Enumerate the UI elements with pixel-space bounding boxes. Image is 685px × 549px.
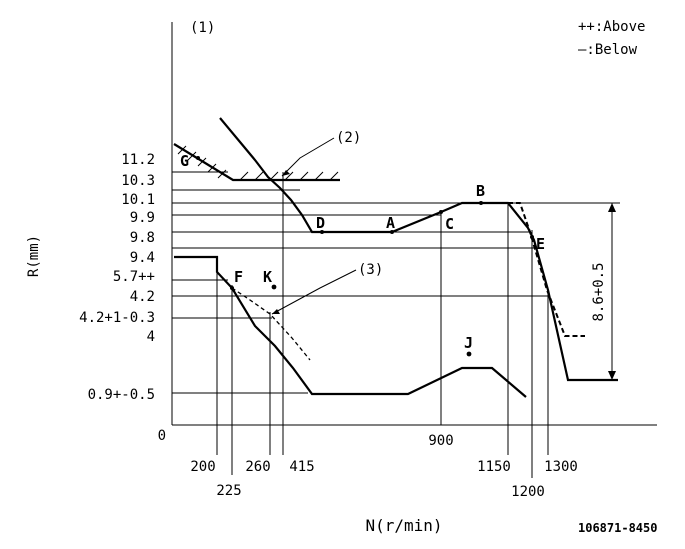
x-tick-900: 900 (428, 433, 453, 449)
document-code: 106871-8450 (578, 521, 657, 535)
x-tick-260: 260 (245, 459, 270, 475)
x-axis-ticks: 200 225 260 415 900 1150 1200 1300 (190, 433, 578, 500)
y-tick-9.8: 9.8 (130, 230, 155, 246)
y-axis-ticks: 11.2 10.3 10.1 9.9 9.8 9.4 5.7++ 4.2 4.2… (79, 152, 166, 444)
stopper-hatched-boundary (173, 143, 340, 182)
point-dots (196, 156, 534, 357)
x-tick-1300: 1300 (544, 459, 578, 475)
x-tick-1150: 1150 (477, 459, 511, 475)
point-label-g: G (180, 152, 189, 170)
point-labels: G D A C B E F K J (180, 152, 545, 352)
y-tick-10.1: 10.1 (121, 192, 155, 208)
point-label-e: E (536, 235, 545, 253)
origin-label: 0 (158, 428, 166, 444)
leader-2 (281, 137, 335, 177)
point-label-k: K (263, 268, 272, 286)
leader-3 (271, 269, 357, 315)
legend-below: —:Below (578, 42, 638, 58)
upper-rack-curve (219, 117, 618, 382)
y-tick-9.9: 9.9 (130, 210, 155, 226)
span-label: 8.6+0.5 (591, 262, 607, 321)
point-label-a: A (386, 214, 395, 232)
point-label-f: F (234, 268, 243, 286)
marker-2: (2) (336, 130, 361, 146)
x-axis-title: N(r/min) (365, 516, 442, 535)
y-tick-0.9: 0.9+-0.5 (88, 387, 155, 403)
point-label-d: D (316, 214, 325, 232)
x-tick-415: 415 (289, 459, 314, 475)
y-tick-9.4: 9.4 (130, 250, 155, 266)
upper-dashed-limit (500, 202, 585, 337)
marker-3: (3) (358, 262, 383, 278)
lower-rack-curve (174, 255, 527, 398)
x-tick-225: 225 (216, 483, 241, 499)
point-label-j: J (464, 334, 473, 352)
y-axis-title: R(mm) (26, 235, 42, 277)
y-tick-4.2: 4.2 (130, 289, 155, 305)
x-tick-200: 200 (190, 459, 215, 475)
point-label-c: C (445, 215, 454, 233)
lower-dashed-curve (231, 287, 311, 361)
leader-2-arrow (282, 170, 290, 176)
y-tick-4: 4 (147, 329, 155, 345)
y-tick-10.3: 10.3 (121, 173, 155, 189)
y-tick-11.2: 11.2 (121, 152, 155, 168)
marker-1: (1) (190, 20, 215, 36)
vertical-reference-lines (216, 172, 549, 478)
y-tick-5.7: 5.7++ (113, 269, 155, 285)
y-tick-4.2-tol: 4.2+1-0.3 (79, 310, 155, 326)
x-tick-1200: 1200 (511, 484, 545, 500)
span-dimension (608, 203, 616, 380)
point-label-b: B (476, 182, 485, 200)
leader-3-arrow (272, 309, 280, 314)
legend-above: ++:Above (578, 19, 645, 35)
